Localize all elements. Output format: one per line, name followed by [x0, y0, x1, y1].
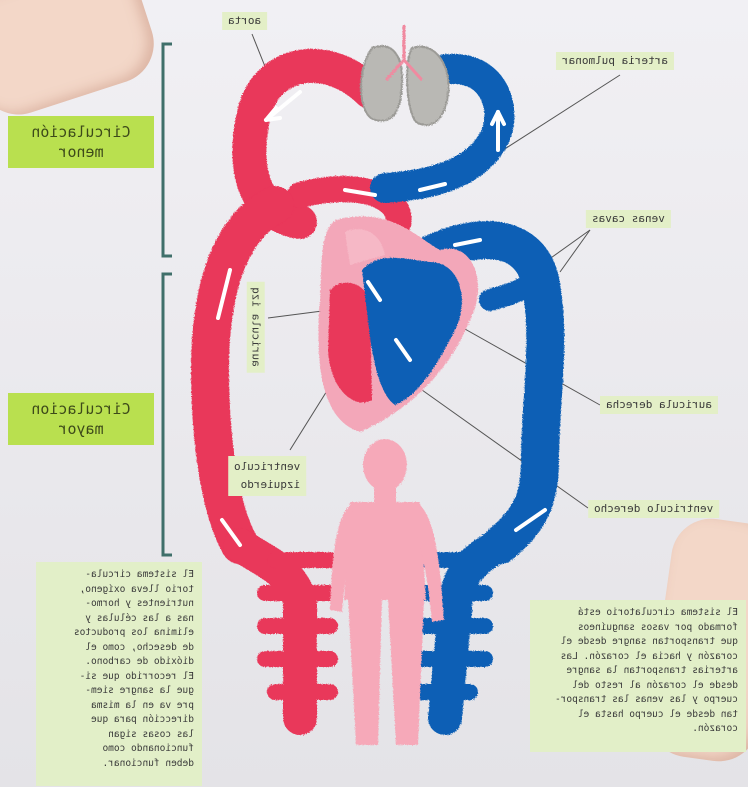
note-circulacion-mayor: Circulacion mayor — [8, 393, 154, 445]
label-aorta: aorta — [222, 12, 267, 30]
note-mayor-line2: mayor — [18, 419, 144, 439]
note-mayor-line1: Circulacion — [18, 399, 144, 419]
label-ventriculo-derecho: ventriculo derecho — [588, 500, 719, 518]
label-ventriculo-line2: izquierdo — [234, 476, 300, 494]
label-auricula-izquierda: auricula izq — [247, 281, 265, 372]
lungs — [361, 25, 448, 125]
note-menor-line1: Circulación — [18, 122, 144, 142]
note-menor-line2: menor — [18, 142, 144, 162]
label-arteria-pulmonar: arteria pulmonar — [556, 52, 674, 70]
label-venas-cavas: venas cavas — [586, 210, 671, 228]
note-circulacion-menor: Circulación menor — [8, 116, 154, 168]
bracket-circulacion-mayor — [163, 274, 172, 555]
label-ventriculo-izquierdo: ventriculo izquierdo — [228, 456, 306, 496]
label-ventriculo-line1: ventriculo — [234, 458, 300, 476]
text-card-right: El sistema circulatorio está formado por… — [530, 600, 746, 752]
text-card-left: El sistema circula- torio lleva oxígeno,… — [36, 562, 202, 786]
label-auricula-derecha: auricula derecha — [600, 396, 718, 414]
bracket-circulacion-menor — [163, 44, 172, 256]
